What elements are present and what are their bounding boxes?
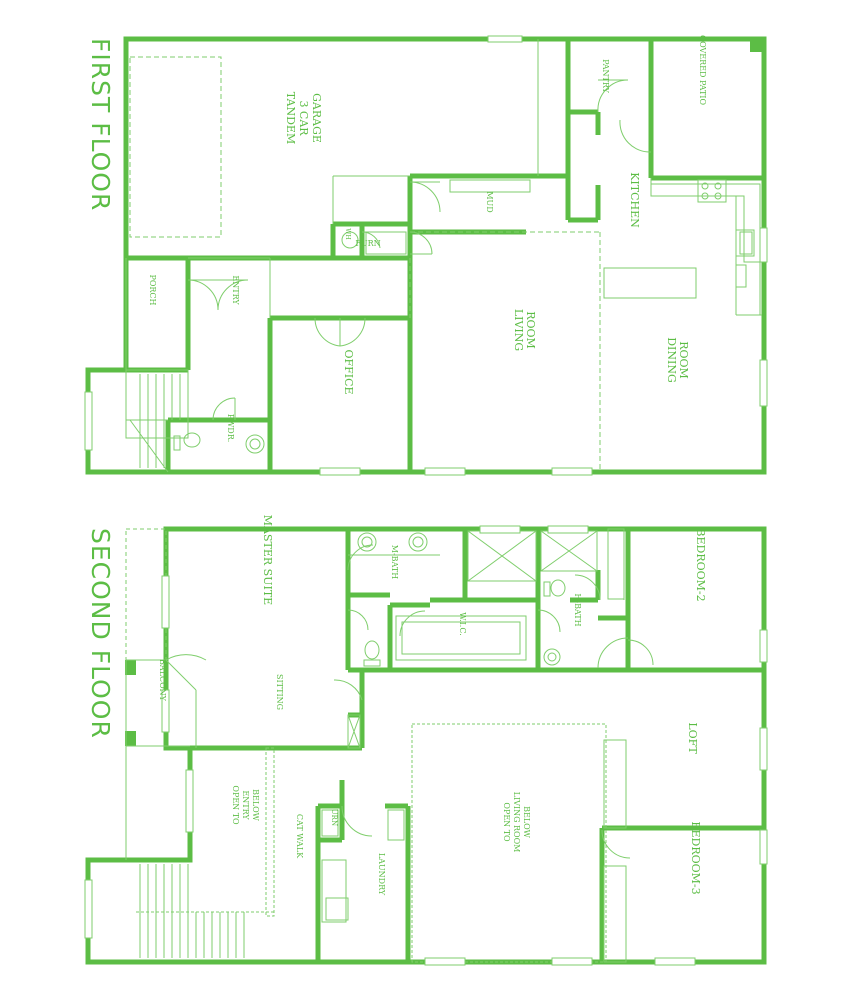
second-floor-exterior-walls — [85, 526, 767, 965]
second-floor-windows — [84, 525, 768, 966]
room-label-balcony: BALCONY — [158, 659, 167, 702]
first-floor-title: FIRST FLOOR — [86, 38, 115, 211]
first-floor-windows — [84, 35, 768, 476]
room-label-wic: W.I.C. — [458, 612, 467, 635]
room-label-covered-patio: COVERED PATIO — [698, 35, 707, 105]
label-second-furnace: FURN — [330, 804, 338, 826]
room-label-garage: TANDEM3 CARGARAGE — [284, 92, 323, 144]
room-label-open-to-living: OPEN TOLIVING ROOMBELOW — [502, 792, 531, 853]
room-label-bedroom3: BEDROOM-3 — [689, 821, 702, 894]
second-floor-details — [125, 528, 654, 963]
second-floor-title: SECOND FLOOR — [86, 528, 115, 739]
room-label-porch: PORCH — [148, 274, 157, 305]
first-floor-labels: TANDEM3 CARGARAGE PANTRY COVERED PATIO M… — [148, 35, 707, 442]
first-floor: FIRST FLOOR — [84, 35, 768, 476]
room-label-living-room: LIVINGROOM — [512, 309, 537, 351]
room-label-sitting: SITTING — [275, 674, 284, 710]
room-label-bedroom2: BEDROOM-2 — [694, 528, 707, 601]
first-floor-interior-walls — [126, 39, 764, 472]
balcony-column-top — [125, 660, 136, 675]
second-floor: SECOND FLOOR — [84, 515, 768, 966]
patio-column — [750, 37, 765, 52]
room-label-powder: PWDR. — [226, 414, 235, 443]
label-furnace: FURN — [355, 239, 380, 248]
room-label-dining-room: DININGROOM — [665, 337, 690, 383]
room-label-master-suite: MASTER SUITE — [261, 515, 274, 605]
second-floor-interior-walls — [190, 529, 764, 962]
room-label-kitchen: KITCHEN — [628, 172, 641, 228]
second-floor-stairs — [139, 864, 245, 958]
second-floor-labels: MASTER SUITE M-BATH W.I.C. H-BATH BEDROO… — [158, 515, 707, 896]
room-label-master-bath: M-BATH — [390, 545, 399, 579]
room-label-pantry: PANTRY — [601, 59, 610, 94]
first-floor-stairs — [126, 374, 181, 468]
room-label-mud: MUD — [485, 191, 494, 212]
balcony-column-bottom — [125, 731, 136, 746]
room-label-catwalk: CAT WALK — [295, 814, 304, 859]
room-label-loft: LOFT — [686, 722, 699, 754]
room-label-hall-bath: H-BATH — [573, 593, 582, 626]
room-label-open-to-entry: OPEN TOENTRYBELOW — [231, 785, 260, 825]
room-label-laundry: LAUNDRY — [377, 853, 386, 896]
label-water-heater: WH — [344, 228, 351, 239]
room-label-office: OFFICE — [342, 349, 355, 394]
room-label-entry: ENTRY — [231, 275, 240, 305]
